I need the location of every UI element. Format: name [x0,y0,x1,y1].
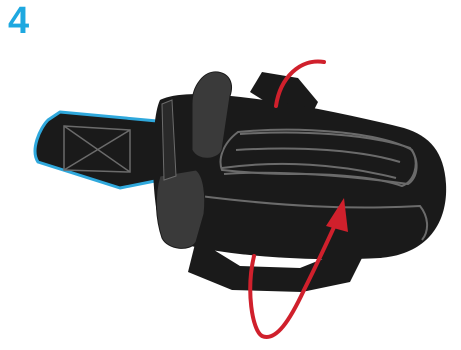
foam-pad [35,112,170,188]
strap-buckle-bottom [156,170,204,248]
